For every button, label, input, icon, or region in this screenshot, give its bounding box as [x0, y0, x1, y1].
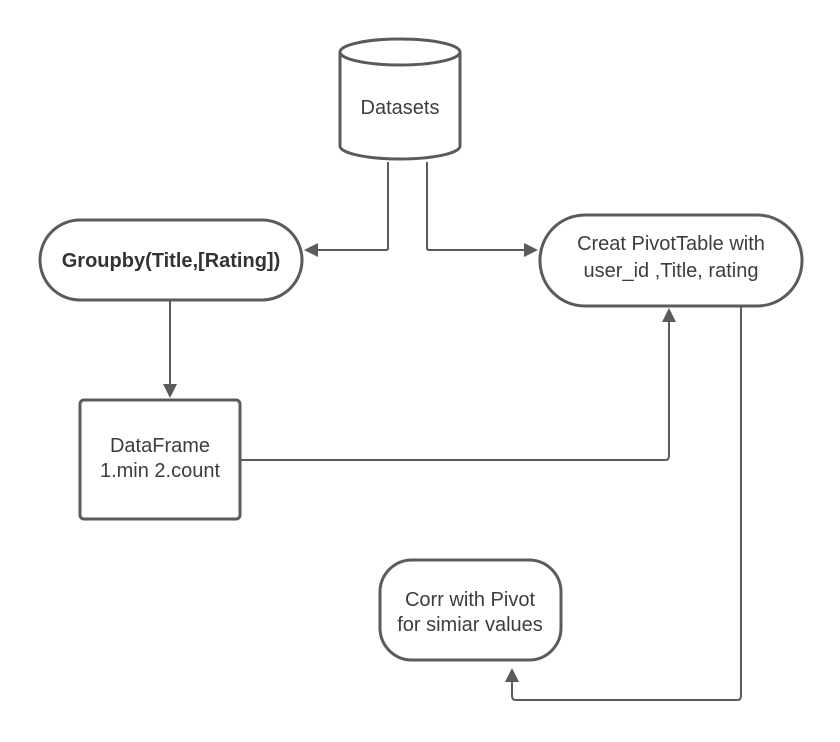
edge-datasets-to-groupby [304, 162, 389, 257]
pivot-label-line2: user_id ,Title, rating [584, 260, 759, 282]
pivot-table-node: Creat PivotTable with user_id ,Title, ra… [538, 213, 804, 308]
corr-node: Corr with Pivot for simiar values [378, 558, 563, 662]
edge-datasets-to-pivot [426, 162, 538, 257]
corr-label-line1: Corr with Pivot [405, 589, 535, 611]
corr-label-line2: for simiar values [397, 614, 543, 636]
pivot-label-line1: Creat PivotTable with [577, 233, 765, 255]
edge-pivot-to-corr [505, 306, 742, 701]
groupby-label: Groupby(Title,[Rating]) [62, 250, 281, 272]
dataframe-label-line1: DataFrame [110, 435, 210, 457]
edge-groupby-to-dataframe [163, 300, 177, 398]
edge-dataframe-to-pivot [240, 308, 676, 461]
dataframe-node: DataFrame 1.min 2.count [78, 398, 242, 521]
groupby-node: Groupby(Title,[Rating]) [38, 218, 304, 302]
dataframe-label-line2: 1.min 2.count [100, 460, 221, 482]
datasets-label: Datasets [361, 97, 440, 119]
datasets-database-node: Datasets [338, 37, 462, 161]
